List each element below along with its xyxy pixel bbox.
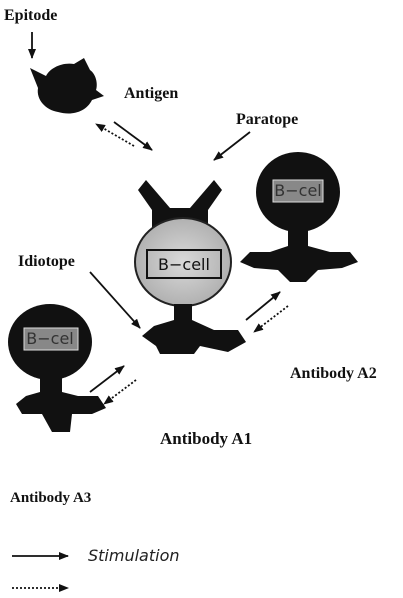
epitode-label: Epitode (4, 7, 57, 24)
arrow-a3-to-a1-stim (90, 366, 124, 392)
antibody-a3-label: Antibody A3 (10, 490, 91, 506)
arrow-a1-to-a3-suppress (104, 380, 136, 404)
idiotope-label: Idiotope (18, 253, 75, 270)
left-bcell-label: B−cel (26, 329, 73, 348)
antibody-a2-label: Antibody A2 (290, 365, 377, 382)
antigen-shape (30, 58, 104, 114)
paratope-label: Paratope (236, 111, 298, 128)
legend: Stimulation (12, 546, 180, 588)
antibody-a1-label: Antibody A1 (160, 429, 252, 448)
arrow-idiotope (90, 272, 140, 328)
center-bcell-label: B−cell (158, 255, 210, 274)
antibody-a3-shape: B−cel (8, 304, 106, 432)
right-bcell-label: B−cel (274, 181, 321, 200)
legend-solid-label: Stimulation (88, 546, 180, 565)
antigen-label: Antigen (124, 85, 178, 102)
antibody-a2-shape: B−cel (240, 152, 358, 282)
arrow-antigen-suppress (96, 124, 134, 146)
antibody-a1-shape: B−cell (135, 180, 246, 354)
arrow-paratope (214, 132, 250, 160)
